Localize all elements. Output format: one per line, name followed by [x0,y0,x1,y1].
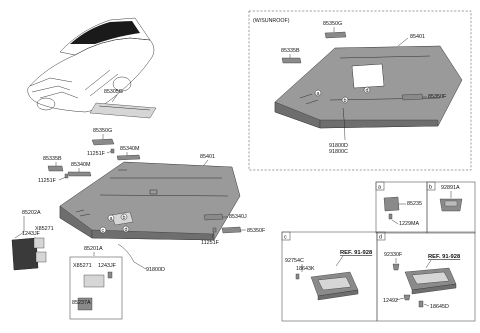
label-85350G: 85350G [93,128,112,134]
callout-a-main [107,214,115,222]
label-91800D: 91800D [146,267,165,273]
callout-a-sr [314,89,322,97]
sunvisor-icon [11,237,47,271]
sunroof-variant-box [248,10,472,171]
label-85350F: 85350F [247,228,266,234]
label-X85271-mid: X85271 [73,263,92,269]
label-92330F: 92330F [384,252,403,258]
label-1243JF-mid: 1243JF [98,263,117,269]
label-X85271-left: X85271 [35,226,54,232]
grab-handle-icon [91,138,115,146]
label-85340M-top: 85340M [120,146,140,152]
grab-handle-icon [221,226,242,234]
grab-handle-icon [203,213,224,221]
label-85335B: 85335B [43,156,62,162]
label-85237A: 85237A [72,300,91,306]
grab-handle-icon [324,31,347,39]
callout-d-sr-label: d [366,88,369,94]
map-lamp-icon [310,271,359,301]
label-85201A: 85201A [84,246,103,252]
sunvisor-detail-box [69,256,123,320]
label-12492: 12492 [383,298,398,304]
callout-c-main-label: c [102,228,105,234]
detail-d-tag [376,231,386,241]
callout-d-main-label: d [125,227,128,233]
grab-handle-icon [281,57,302,64]
grab-handle-icon [47,165,64,172]
detail-d-letter: d [379,235,382,241]
ref-d: REF. 91-928 [428,254,461,260]
label-92891A: 92891A [441,185,460,191]
detail-box-b [426,181,476,234]
clip-icon [383,196,400,212]
map-lamp-icon [439,198,463,212]
grab-handle-icon [67,171,92,177]
headliner-icon [59,161,241,241]
grab-handle-icon [401,93,424,101]
bulb-icon [403,294,411,301]
label-18645D: 18645D [430,304,449,310]
bulb-icon [295,273,300,280]
label-11251F-top: 11251F [87,151,106,157]
callout-b-sr [341,96,349,104]
detail-b-tag [426,181,436,191]
callout-b-main [120,213,128,221]
detail-a-tag [375,181,385,191]
ref-c: REF. 91-928 [340,250,373,256]
grab-handle-icon [116,154,141,161]
label-85401: 85401 [200,154,215,160]
label-1243JF-left: 1243JF [22,231,41,237]
label-85235: 85235 [407,201,422,207]
part-85305G: 85305G [89,89,157,119]
bulb-icon [418,300,424,308]
label-85401-sr: 85401 [410,34,425,40]
detail-c-letter: c [284,235,287,241]
label-85340J: 85340J [229,214,247,220]
screw-icon [212,227,217,233]
label-1229MA: 1229MA [399,221,419,227]
label-85335B-sr: 85335B [281,48,300,54]
screw-icon [110,148,115,154]
label-91800D-sr: 91800D [329,143,348,149]
label-85340M-left: 85340M [71,162,91,168]
label-11251F-left: 11251F [38,178,57,184]
label-11251F-right: 11251F [201,240,220,246]
bulb-icon [392,263,400,271]
headliner-icon [274,45,463,129]
car-icon [27,17,155,113]
callout-b-main-label: b [123,215,126,221]
label-92754C: 92754C [285,258,304,264]
label-85350F-sr: 85350F [428,94,447,100]
screw-icon [64,173,69,179]
detail-c-tag [281,231,291,241]
sunroof-header: (W/SUNROOF) [253,18,290,24]
detail-a-letter: a [378,185,381,191]
map-lamp-icon [404,267,457,295]
label-85202A: 85202A [22,210,41,216]
label-91800C-sr: 91800C [329,149,348,155]
callout-a-sr-label: a [317,91,320,97]
label-85305G: 85305G [104,89,123,95]
callout-d-main [122,225,130,233]
label-18643K: 18643K [296,266,315,272]
callout-d-sr [363,86,371,94]
sunvisor-icon [77,271,113,311]
detail-box-d [376,231,476,322]
callout-c-main [99,226,107,234]
detail-b-letter: b [429,185,432,191]
callout-b-sr-label: b [344,98,347,104]
callout-a-main-label: a [110,216,113,222]
screw-icon [388,213,393,220]
label-85350G-sr: 85350G [323,21,342,27]
